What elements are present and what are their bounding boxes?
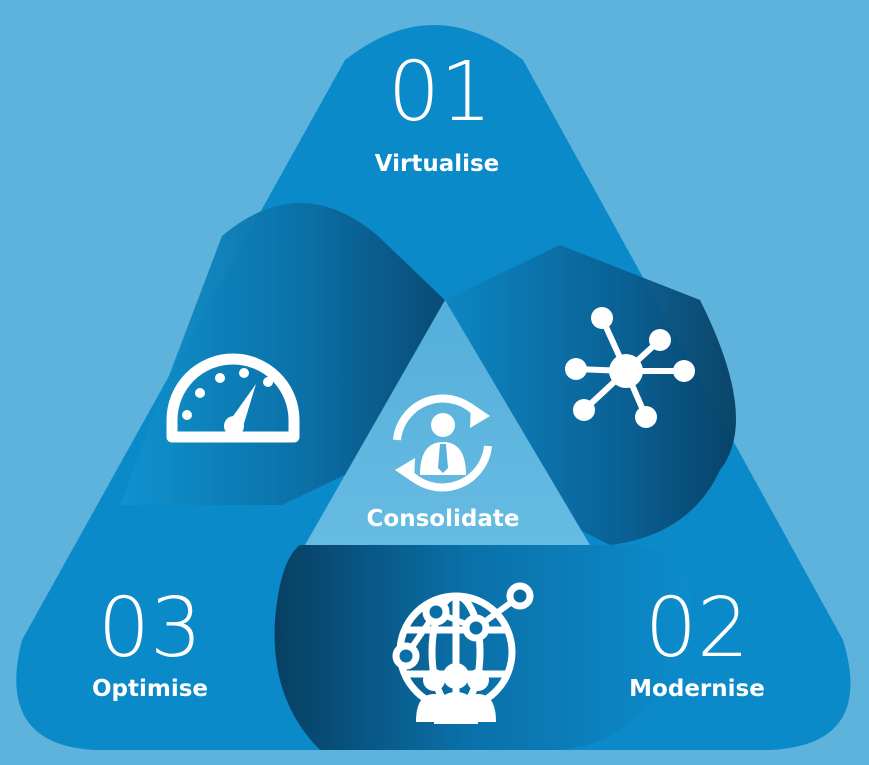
step-3-label: Optimise [91,676,209,702]
left-arm-fold [120,203,450,505]
network-hub-icon [565,307,695,428]
person-refresh-cycle-icon [393,394,492,492]
global-team-icon [392,582,534,724]
step-2-label: Modernise [629,676,765,702]
right-arm-fold [445,245,736,545]
step-1-label: Virtualise [374,151,500,177]
step-3-number: 03 [97,581,203,676]
speedometer-icon [166,353,300,443]
step-1-number: 01 [387,45,493,140]
center-label: Consolidate [366,506,520,532]
step-2-number: 02 [644,581,750,676]
